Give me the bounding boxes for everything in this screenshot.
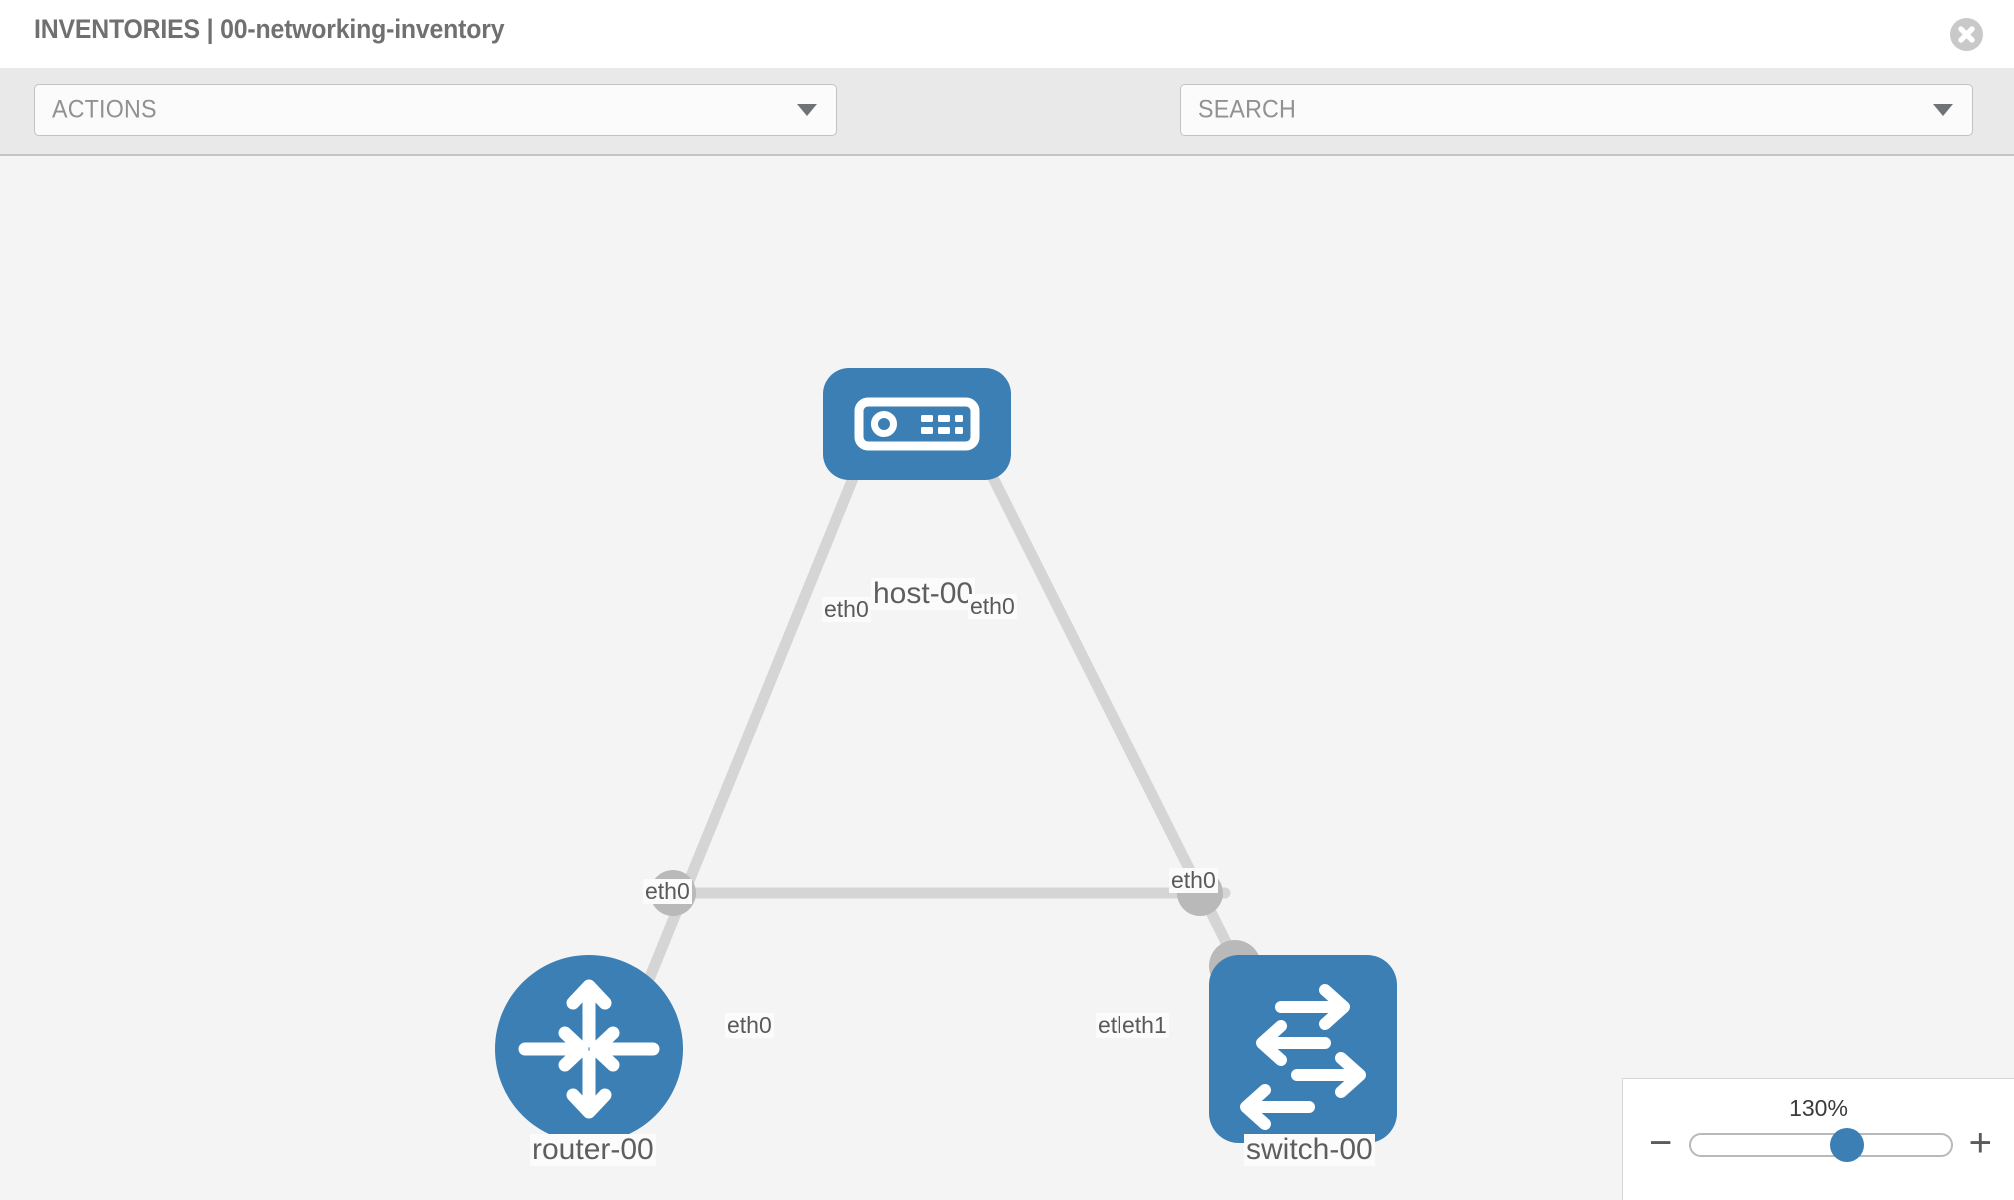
actions-dropdown-label: ACTIONS [52,95,157,124]
port-label: eth0 [725,1012,774,1038]
node-switch-00 [1209,955,1397,1143]
port-label: eth0 [1169,867,1218,893]
zoom-in-button[interactable]: + [1968,1121,1992,1165]
actions-dropdown[interactable]: ACTIONS [34,84,837,136]
zoom-slider-handle[interactable] [1830,1128,1864,1162]
port-label: eth1 [1120,1012,1169,1038]
port-label: eth0 [968,593,1017,619]
server-device-icon [854,397,980,451]
zoom-level-value: 130% [1789,1095,1848,1121]
window-header: INVENTORIES | 00-networking-inventory [0,0,2014,68]
node-label-host: host-00 [871,577,976,610]
topology-edges [633,406,1259,1010]
chevron-down-icon [797,104,817,116]
close-icon[interactable] [1950,18,1983,51]
search-placeholder: SEARCH [1198,95,1297,124]
router-arrows-icon [518,979,660,1119]
node-label-router: router-00 [530,1133,656,1166]
port-label: eth0 [643,878,692,904]
node-label-switch: switch-00 [1244,1133,1375,1166]
node-shape [495,955,683,1143]
topology-canvas[interactable]: host-00 router-00 switch-00 eth0 eth0 et… [0,156,2014,1200]
page-title: INVENTORIES | 00-networking-inventory [34,14,505,44]
zoom-slider[interactable] [1689,1128,1953,1162]
topology-ports [650,402,1261,992]
node-shape [823,368,1011,480]
zoom-out-button[interactable]: − [1649,1121,1673,1165]
toolbar: ACTIONS SEARCH [0,68,2014,199]
chevron-down-icon [1933,104,1953,116]
node-router-00 [495,955,683,1143]
port-label: eth0 [822,596,871,622]
search-input[interactable]: SEARCH [1180,84,1973,136]
switch-arrows-icon [1240,984,1366,1130]
zoom-control: 130% − + [1622,1078,2014,1200]
node-host-00 [823,368,1011,480]
